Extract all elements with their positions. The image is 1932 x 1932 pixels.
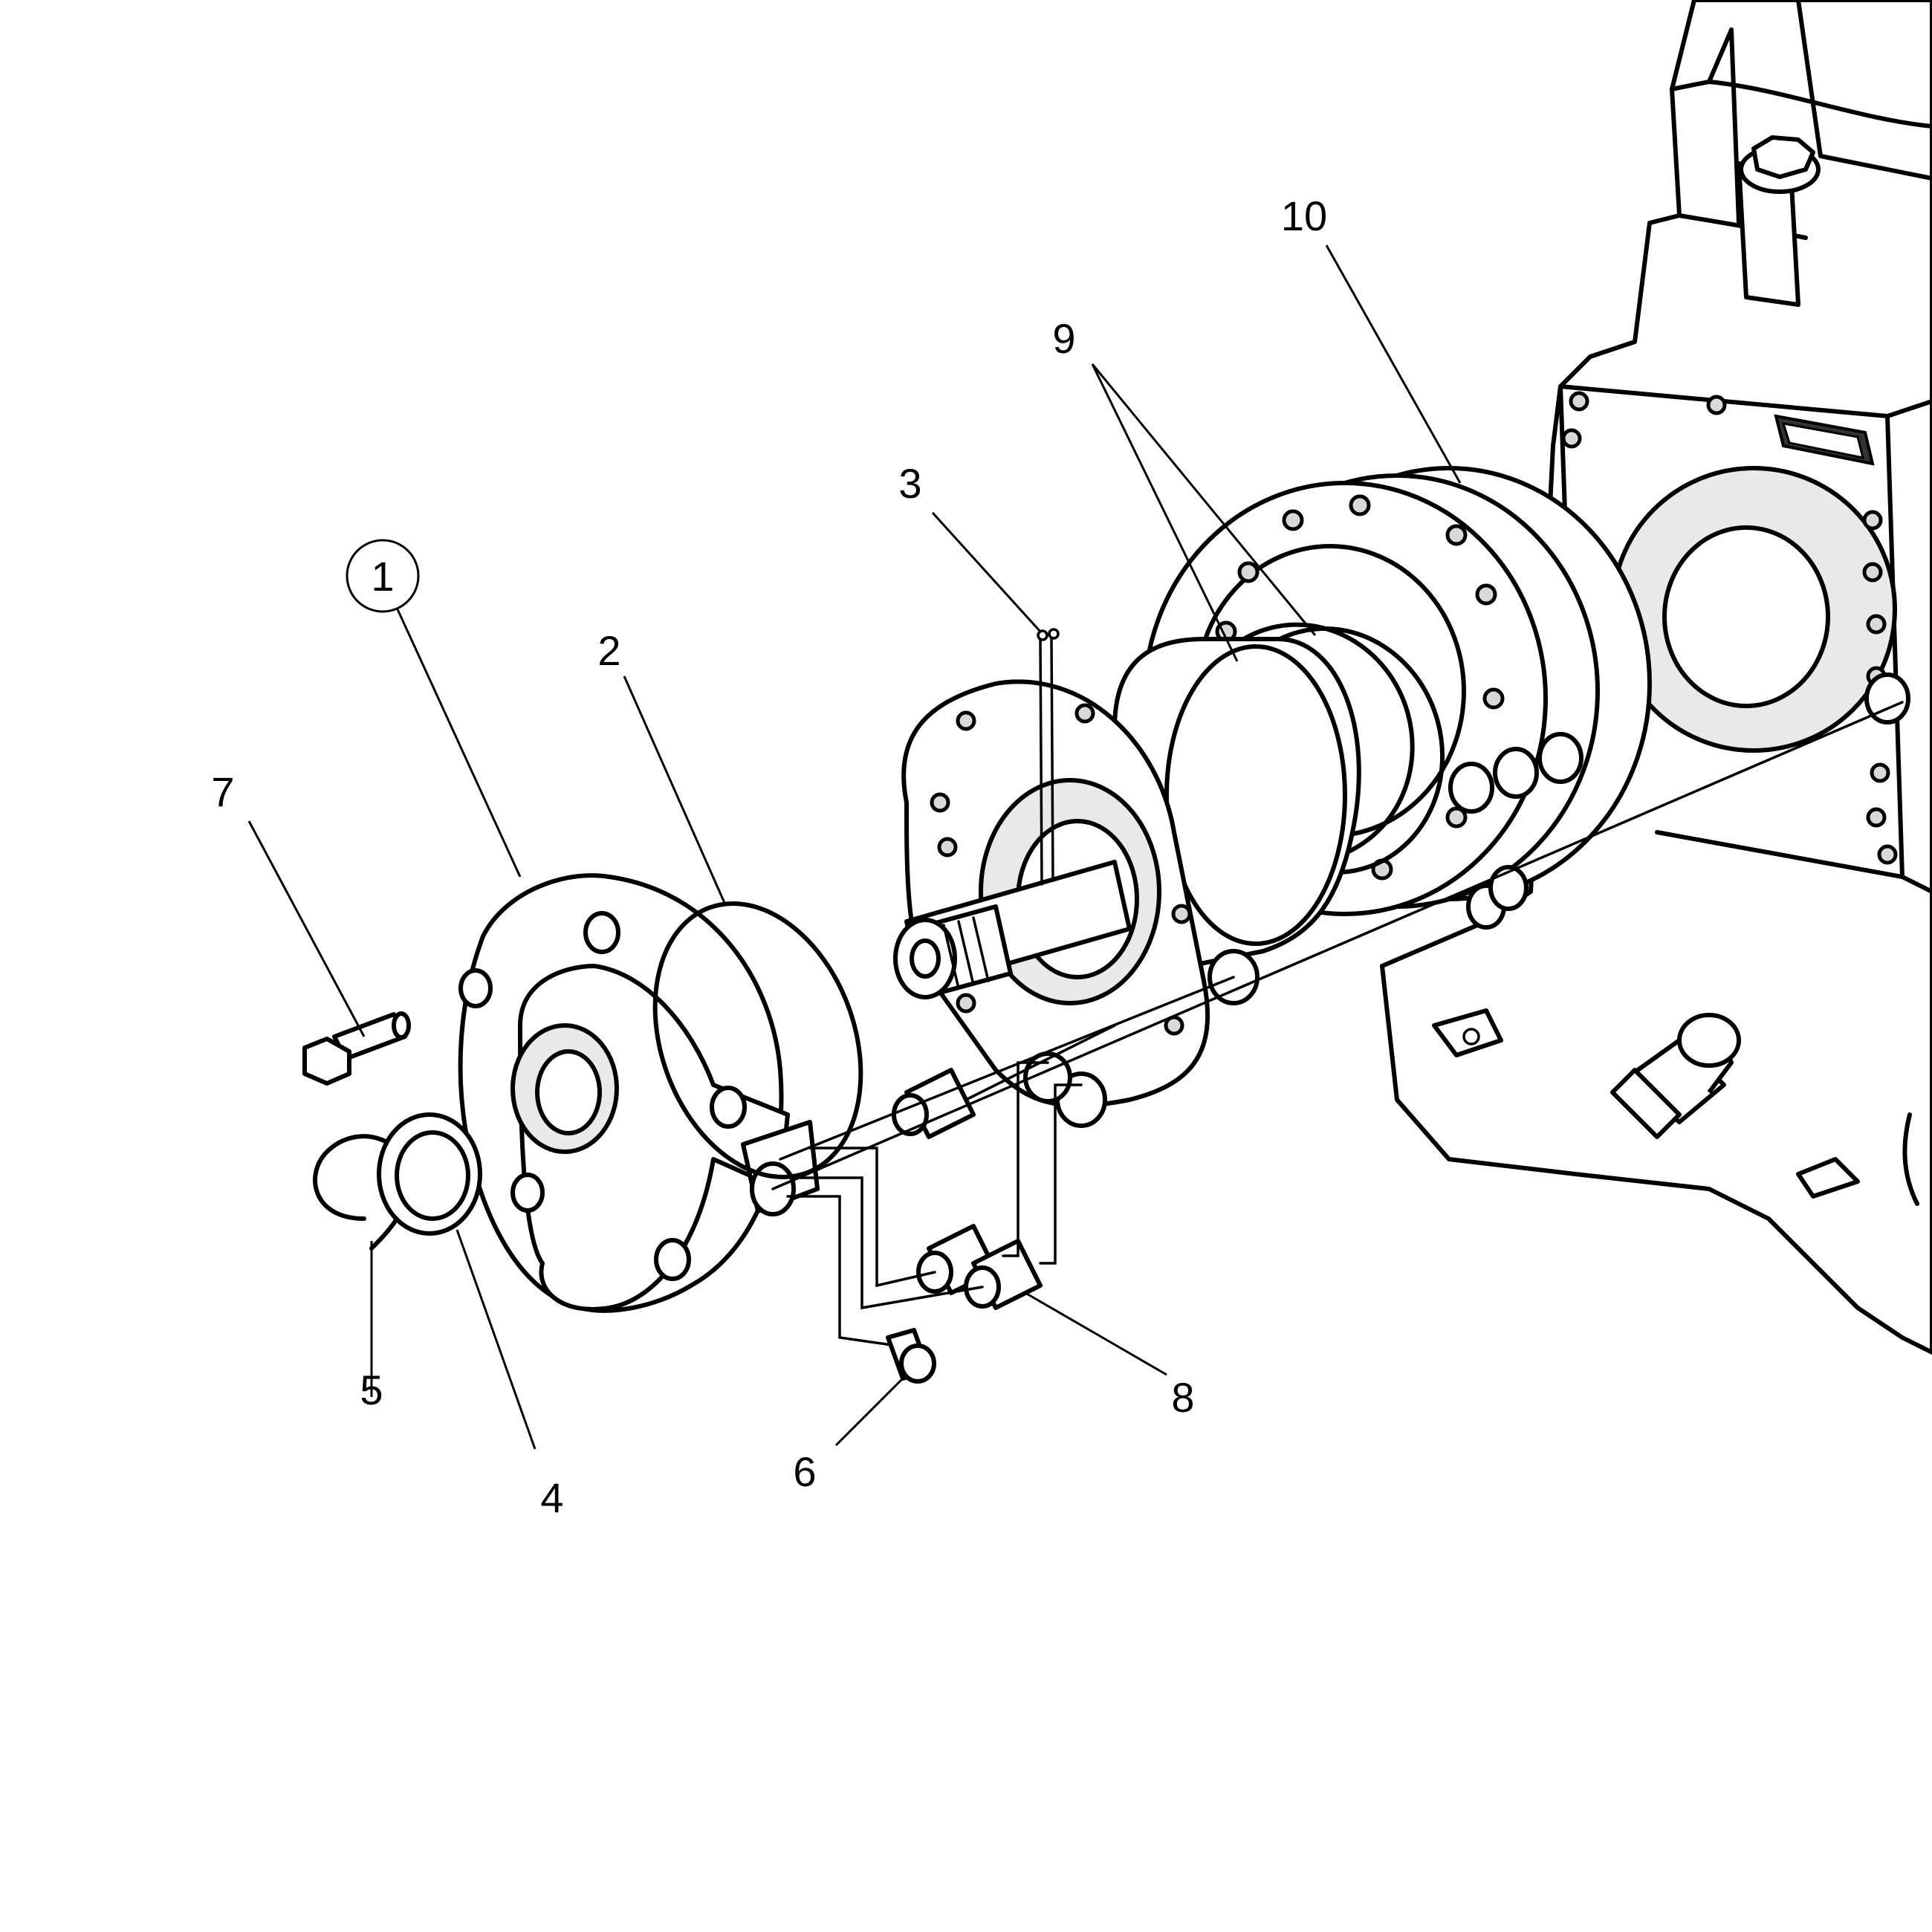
callout-1: 1 [371,553,394,600]
plug [886,1328,936,1384]
callout-10: 10 [1281,192,1327,239]
leader-lines [247,244,1462,1450]
o-ring [652,901,863,1179]
callout-3: 3 [898,460,921,507]
transmission-housing [1380,0,1932,1355]
callout-5: 5 [360,1367,383,1413]
callout-4: 4 [540,1474,563,1521]
callout-8: 8 [1171,1374,1194,1421]
callout-labels: 1 2 3 4 5 6 7 8 9 10 [211,192,1327,1521]
flange-bolt [302,1011,411,1086]
callout-6: 6 [793,1448,816,1495]
pump-cover [458,873,820,1313]
pump-housing-assembly [893,637,1361,1128]
callout-1-circle [346,539,420,613]
assembly-lines [771,628,1904,1346]
seal-ring [377,1112,482,1236]
callout-2: 2 [597,627,620,674]
sensor-fitting [1610,1013,1741,1139]
callout-9: 9 [1052,315,1075,362]
callout-7: 7 [211,768,234,815]
